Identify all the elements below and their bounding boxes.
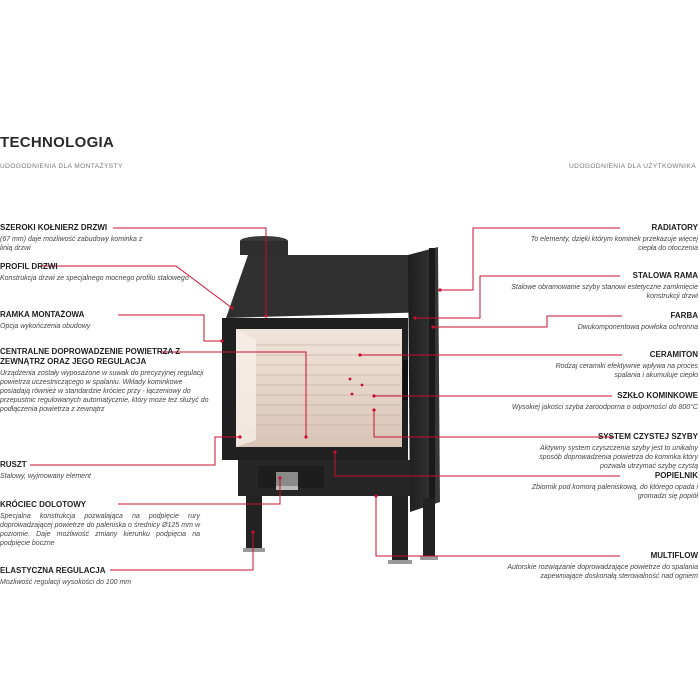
chimney-collar xyxy=(240,236,288,255)
feature-title: CERAMITON xyxy=(649,350,698,359)
firebox-left-wall xyxy=(236,329,256,447)
feature-fireplace-glass: SZKŁO KOMINKOWE Wysokiej jakości szyba ż… xyxy=(458,391,698,412)
feature-radiators: RADIATORY To elementy, dzięki którym kom… xyxy=(458,223,698,253)
feature-desc: (67 mm) daje możliwość zabudowy kominka … xyxy=(0,236,143,252)
firebox-glass xyxy=(236,329,402,447)
installer-subtitle: UDOGODNIENIA DLA MONTAŻYSTY xyxy=(0,163,123,170)
feature-desc: To elementy, dzięki którym kominek przek… xyxy=(530,236,698,252)
stove-side xyxy=(408,247,440,512)
feature-title: FARBA xyxy=(670,311,698,320)
feature-title: RUSZT xyxy=(0,460,27,469)
feature-steel-frame: STALOWA RAMA Stalowe obramowanie szyby s… xyxy=(458,271,698,301)
feature-desc: Wysokiej jakości szyba żaroodporna o odp… xyxy=(511,404,698,411)
feature-desc: Opcja wykończenia obudowy xyxy=(0,323,91,330)
feature-title: ELASTYCZNA REGULACJA xyxy=(0,566,106,575)
left-leader-lines xyxy=(30,227,307,571)
feature-desc: Autorskie rozwiązanie doprowadzające pow… xyxy=(507,564,698,580)
feature-title: RAMKA MONTAŻOWA xyxy=(0,310,85,319)
right-leader-lines xyxy=(334,227,622,557)
door-handle xyxy=(403,360,408,400)
feature-desc: Zbiornik pod komorą paleniskową, do któr… xyxy=(531,484,698,500)
feature-desc: Rodzaj ceramiki efektywnie wpływa na pro… xyxy=(555,363,698,379)
feature-mounting-frame: RAMKA MONTAŻOWA Opcja wykończenia obudow… xyxy=(0,310,215,331)
feature-central-air-supply: CENTRALNE DOPROWADZENIE POWIETRZA Z ZEWN… xyxy=(0,347,212,414)
leg-feet xyxy=(243,548,438,564)
ceramic-lines xyxy=(255,344,400,426)
feature-desc: Stalowy, wyjmowany element xyxy=(0,473,91,480)
feature-desc: Możliwość regulacji wysokości do 100 mm xyxy=(0,579,132,586)
feature-desc: Specjalna konstrukcja pozwalająca na pod… xyxy=(0,513,200,547)
feature-ashpan: POPIELNIK Zbiornik pod komorą paleniskow… xyxy=(458,471,698,501)
air-inlet xyxy=(276,472,298,490)
feature-desc: Aktywny system czyszczenia szyby jest to… xyxy=(539,445,698,470)
feature-title: MULTIFLOW xyxy=(650,551,698,560)
page-title: TECHNOLOGIA xyxy=(0,134,115,151)
feature-paint: FARBA Dwukomponentowa powłoka ochronna xyxy=(458,311,698,332)
feature-flexible-adjustment: ELASTYCZNA REGULACJA Możliwość regulacji… xyxy=(0,566,215,587)
stove-legs xyxy=(246,496,435,562)
feature-title: CENTRALNE DOPROWADZENIE POWIETRZA Z ZEWN… xyxy=(0,347,181,366)
feature-multiflow: MULTIFLOW Autorskie rozwiązanie doprowad… xyxy=(458,551,698,581)
left-leader-dots xyxy=(220,306,308,534)
feature-title: SZEROKI KOŁNIERZ DRZWI xyxy=(0,223,108,232)
feature-title: SYSTEM CZYSTEJ SZYBY xyxy=(597,432,698,441)
right-leader-dots xyxy=(333,288,442,498)
feature-desc: Konstrukcja drzwi ze specjalnego mocnego… xyxy=(0,275,189,282)
feature-door-profile: PROFIL DRZWI Konstrukcja drzwi ze specja… xyxy=(0,262,215,283)
feature-desc: Stalowe obramowanie szyby stanowi estety… xyxy=(511,284,698,300)
feature-desc: Urządzenia zostały wyposażone w suwak do… xyxy=(0,370,209,413)
feature-title: PROFIL DRZWI xyxy=(0,262,58,271)
user-subtitle: UDOGODNIENIA DLA UŻYTKOWNIKA xyxy=(569,163,696,170)
feature-desc: Dwukomponentowa powłoka ochronna xyxy=(577,324,698,331)
radiator-fins xyxy=(429,248,435,498)
stove-top xyxy=(226,255,432,318)
indicator-dots xyxy=(348,377,364,396)
feature-wide-door-flange: SZEROKI KOŁNIERZ DRZWI (67 mm) daje możl… xyxy=(0,223,215,253)
feature-title: STALOWA RAMA xyxy=(632,271,698,280)
feature-title: SZKŁO KOMINKOWE xyxy=(617,391,698,400)
feature-ceramiton: CERAMITON Rodzaj ceramiki efektywnie wpł… xyxy=(458,350,698,380)
feature-grate: RUSZT Stalowy, wyjmowany element xyxy=(0,460,215,481)
feature-clean-glass-system: SYSTEM CZYSTEJ SZYBY Aktywny system czys… xyxy=(458,432,698,471)
feature-title: KRÓCIEC DOLOTOWY xyxy=(0,500,87,509)
feature-inlet-spigot: KRÓCIEC DOLOTOWY Specjalna konstrukcja p… xyxy=(0,500,200,548)
feature-title: RADIATORY xyxy=(651,223,698,232)
feature-title: POPIELNIK xyxy=(654,471,698,480)
